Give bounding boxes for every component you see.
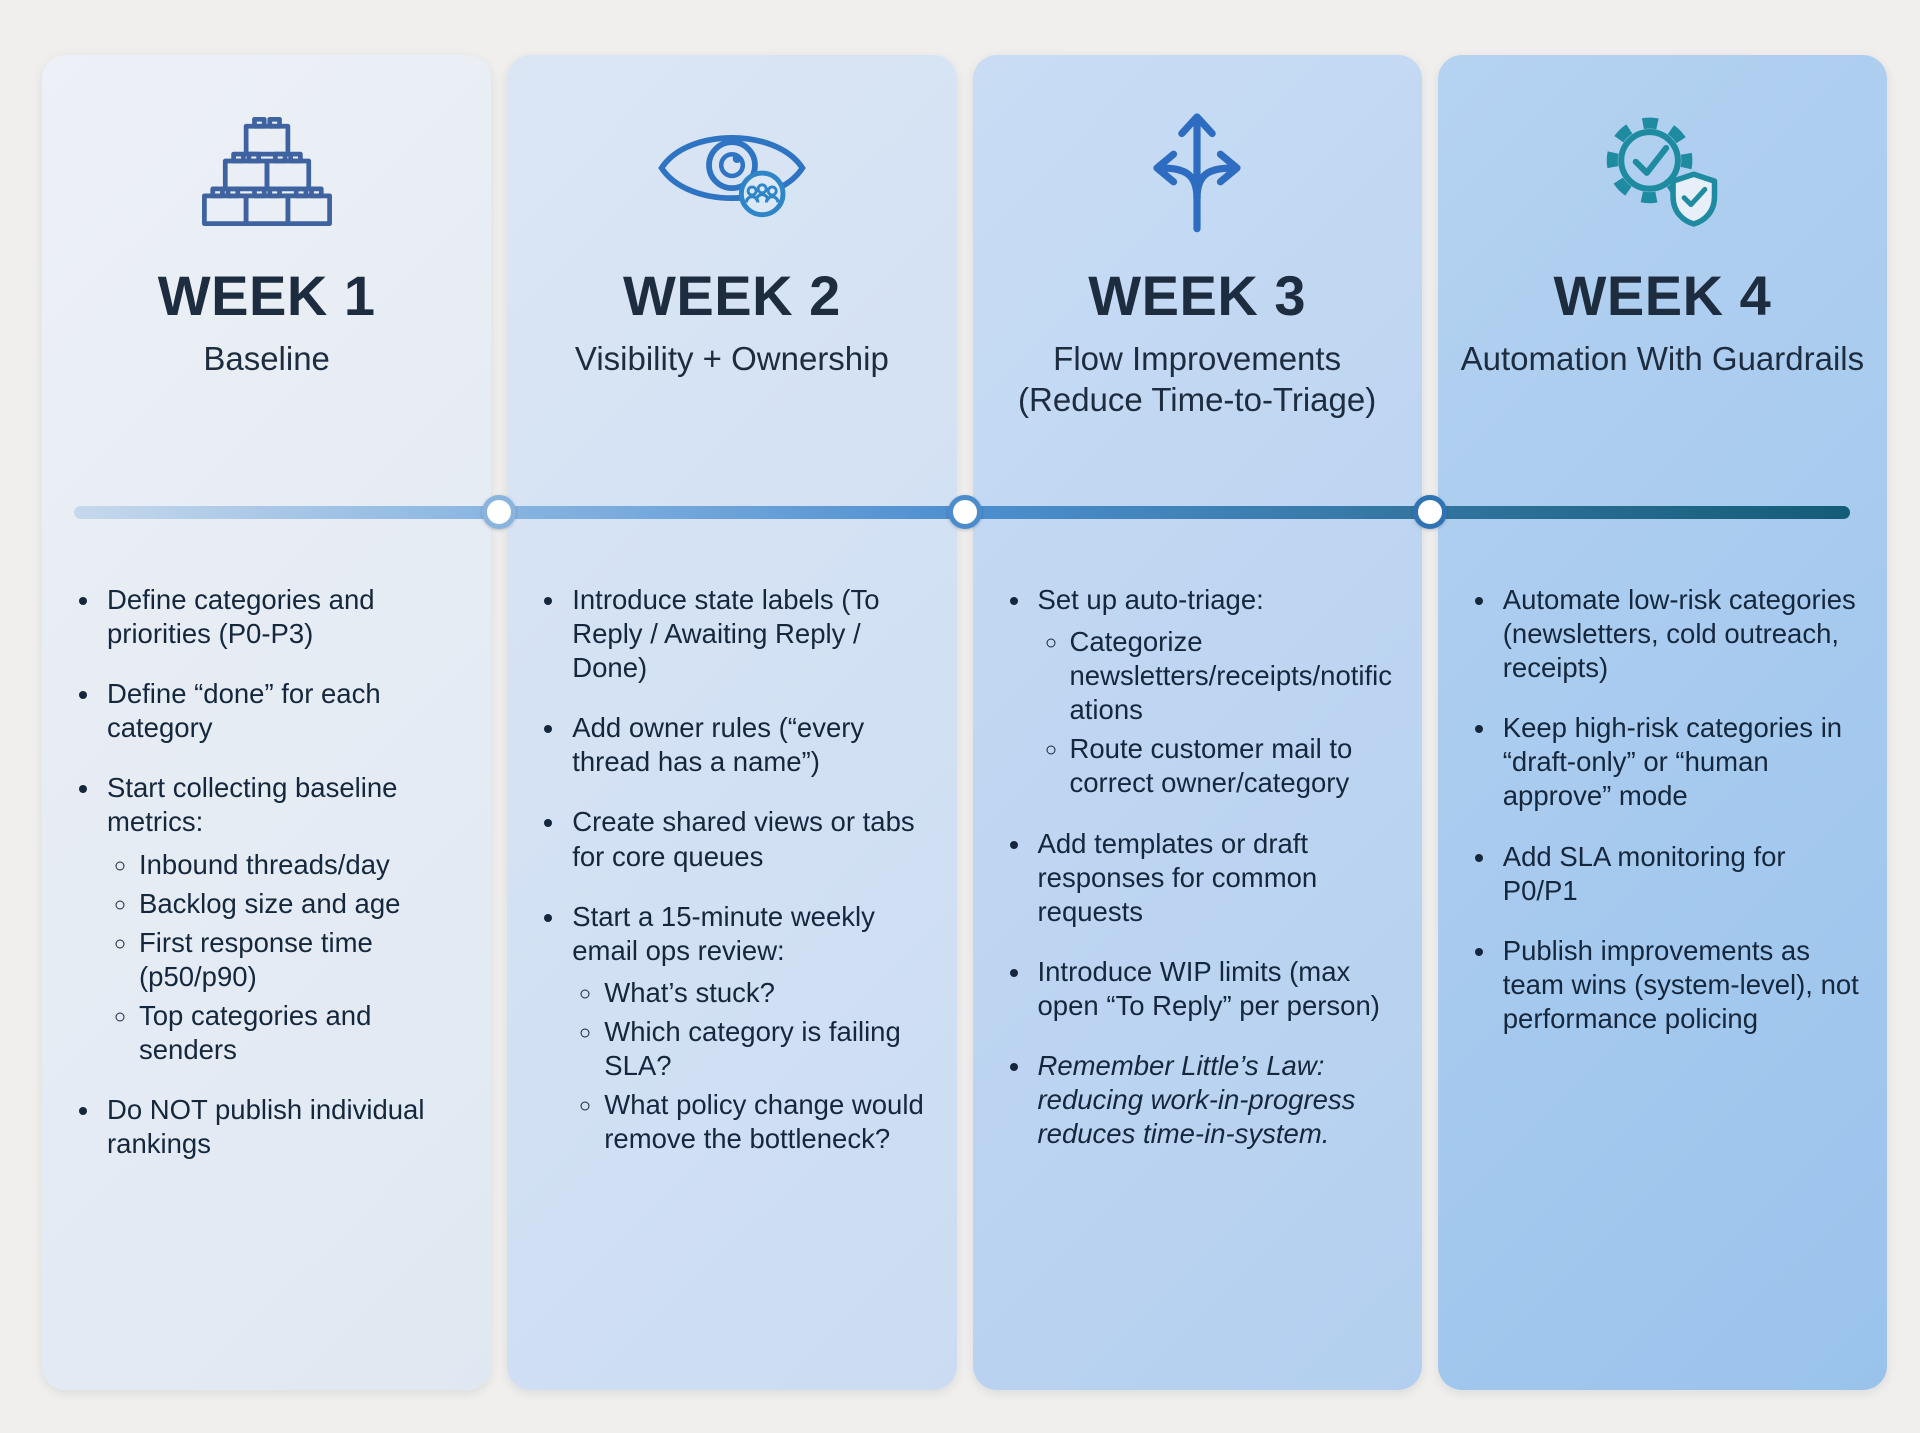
sub-bullet-item: Inbound threads/day <box>139 848 463 882</box>
sub-bullet-item: First response time (p50/p90) <box>139 926 463 994</box>
week-subtitle: Flow Improvements (Reduce Time-to-Triage… <box>1018 340 1377 419</box>
sub-bullet-item: Categorize newsletters/receipts/notifica… <box>1070 625 1394 727</box>
week-cards: WEEK 1 Baseline Define categories and pr… <box>42 55 1887 1390</box>
week-4-header: WEEK 4 Automation With Guardrails <box>1438 55 1887 525</box>
sub-bullet-item: What policy change would remove the bott… <box>604 1088 928 1156</box>
sub-bullet-list: What’s stuck? Which category is failing S… <box>572 976 928 1156</box>
sub-bullet-list: Categorize newsletters/receipts/notifica… <box>1038 625 1394 800</box>
bullet-item: Automate low-risk categories (newsletter… <box>1498 583 1859 685</box>
week-title: WEEK 3 <box>1088 264 1306 327</box>
week-3-header: WEEK 3 Flow Improvements (Reduce Time-to… <box>973 55 1422 525</box>
week-1-body: Define categories and priorities (P0-P3)… <box>42 525 491 1217</box>
week-2-body: Introduce state labels (To Reply / Await… <box>507 525 956 1212</box>
timeline-node-1 <box>482 495 516 529</box>
bullet-list: Define categories and priorities (P0-P3)… <box>76 583 463 1161</box>
bullet-item: Add templates or draft responses for com… <box>1033 827 1394 929</box>
week-3-card: WEEK 3 Flow Improvements (Reduce Time-to… <box>972 55 1422 1390</box>
week-1-header: WEEK 1 Baseline <box>42 55 491 525</box>
sub-bullet-item: What’s stuck? <box>604 976 928 1010</box>
bullet-item: Publish improvements as team wins (syste… <box>1498 934 1859 1036</box>
building-blocks-icon <box>193 89 341 247</box>
week-3-body: Set up auto-triage:Categorize newsletter… <box>973 525 1422 1207</box>
week-title: WEEK 1 <box>157 264 376 327</box>
bullet-item: Define categories and priorities (P0-P3) <box>102 583 463 651</box>
bullet-item: Set up auto-triage:Categorize newsletter… <box>1033 583 1394 801</box>
week-4-body: Automate low-risk categories (newsletter… <box>1438 525 1887 1092</box>
bullet-item: Introduce state labels (To Reply / Await… <box>567 583 928 685</box>
bullet-item: Start a 15-minute weekly email ops revie… <box>567 900 928 1157</box>
bullet-item: Remember Little’s Law: reducing work-in-… <box>1033 1049 1394 1151</box>
week-1-card: WEEK 1 Baseline Define categories and pr… <box>42 55 492 1390</box>
eye-team-icon <box>653 89 811 247</box>
bullet-item: Start collecting baseline metrics:Inboun… <box>102 771 463 1067</box>
week-4-card: WEEK 4 Automation With Guardrails Automa… <box>1437 55 1887 1390</box>
gear-shield-check-icon <box>1586 89 1738 247</box>
bullet-list: Set up auto-triage:Categorize newsletter… <box>1007 583 1394 1151</box>
sub-bullet-item: Which category is failing SLA? <box>604 1015 928 1083</box>
sub-bullet-item: Route customer mail to correct owner/cat… <box>1070 732 1394 800</box>
bullet-list: Automate low-risk categories (newsletter… <box>1472 583 1859 1036</box>
timeline-node-3 <box>1413 495 1447 529</box>
week-subtitle: Baseline <box>203 340 330 377</box>
sub-bullet-list: Inbound threads/dayBacklog size and ageF… <box>107 848 463 1068</box>
week-2-card: WEEK 2 Visibility + Ownership Introduce … <box>507 55 957 1390</box>
bullet-list: Introduce state labels (To Reply / Await… <box>541 583 928 1156</box>
bullet-item: Keep high-risk categories in “draft-only… <box>1498 711 1859 813</box>
week-subtitle: Visibility + Ownership <box>574 340 889 377</box>
bullet-item: Introduce WIP limits (max open “To Reply… <box>1033 955 1394 1023</box>
bullet-item: Add owner rules (“every thread has a nam… <box>567 711 928 779</box>
timeline-node-2 <box>948 495 982 529</box>
sub-bullet-item: Backlog size and age <box>139 887 463 921</box>
sub-bullet-item: Top categories and senders <box>139 999 463 1067</box>
branching-arrows-icon <box>1128 89 1266 247</box>
week-title: WEEK 2 <box>623 264 841 327</box>
bullet-item: Add SLA monitoring for P0/P1 <box>1498 840 1859 908</box>
week-2-header: WEEK 2 Visibility + Ownership <box>507 55 956 525</box>
week-title: WEEK 4 <box>1553 264 1772 327</box>
bullet-item: Define “done” for each category <box>102 677 463 745</box>
bullet-item: Do NOT publish individual rankings <box>102 1093 463 1161</box>
week-subtitle: Automation With Guardrails <box>1460 340 1865 377</box>
bullet-item: Create shared views or tabs for core que… <box>567 805 928 873</box>
